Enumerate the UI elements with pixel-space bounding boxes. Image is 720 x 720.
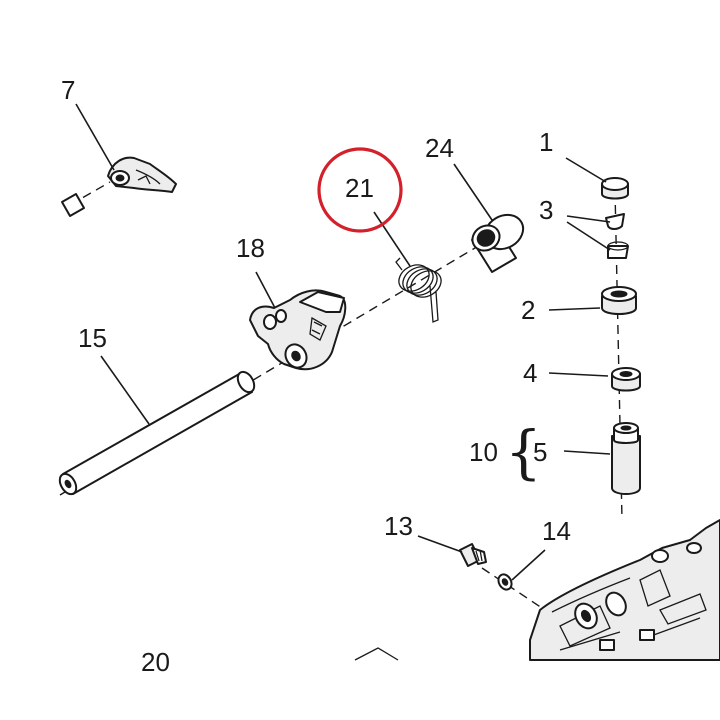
part-1-cap[interactable] [601, 177, 629, 200]
callout-24[interactable]: 24 [425, 133, 454, 163]
callout-21[interactable]: 21 [345, 173, 374, 203]
callout-20[interactable]: 20 [141, 647, 170, 677]
part-2-seat[interactable] [601, 286, 637, 315]
part-7-shift-arm[interactable] [61, 156, 177, 217]
highlight-ring [317, 147, 403, 233]
callout-2[interactable]: 2 [521, 295, 535, 325]
assembly-axes [59, 181, 623, 611]
part-18-shift-lever[interactable] [249, 289, 347, 371]
part-5-valve-guide[interactable] [611, 422, 641, 495]
cylinder-head-casting [529, 519, 720, 661]
callout-3[interactable]: 3 [539, 195, 553, 225]
callout-14[interactable]: 14 [542, 516, 571, 546]
part-13-bolt[interactable] [459, 543, 487, 567]
callout-18[interactable]: 18 [236, 233, 265, 263]
callout-labels: 7 24 1 3 21 18 2 15 4 10 { 5 13 14 20 [61, 75, 571, 677]
callout-15[interactable]: 15 [78, 323, 107, 353]
part-4-valve-seal[interactable] [611, 367, 641, 392]
leader-lines [75, 103, 611, 581]
callout-13[interactable]: 13 [384, 511, 413, 541]
part-14-washer[interactable] [496, 572, 514, 592]
callout-10[interactable]: 10 [469, 437, 498, 467]
part-3-retainer-clips[interactable] [605, 213, 629, 259]
part-15-shift-shaft[interactable] [56, 369, 257, 497]
callout-4[interactable]: 4 [523, 358, 537, 388]
group-brace: { [505, 418, 542, 486]
part-21-torsion-spring[interactable] [394, 257, 446, 323]
callout-5[interactable]: 5 [533, 437, 547, 467]
part-24-bushing[interactable] [468, 208, 529, 273]
callout-7[interactable]: 7 [61, 75, 75, 105]
part-20-partial [354, 647, 399, 661]
callout-1[interactable]: 1 [539, 127, 553, 157]
